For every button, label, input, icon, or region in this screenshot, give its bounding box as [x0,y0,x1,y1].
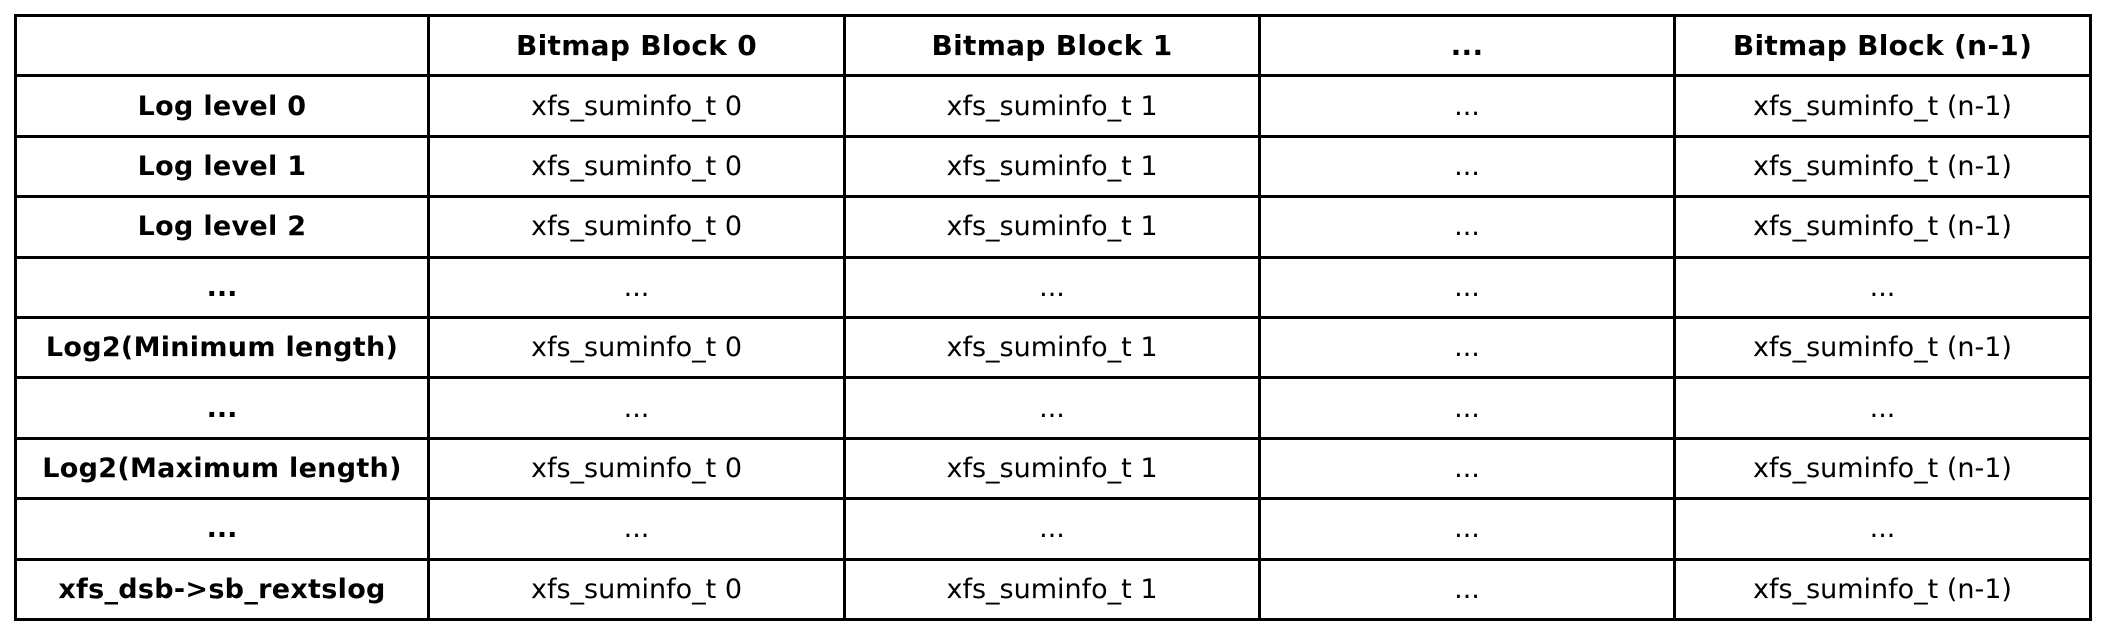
column-header-bdots: ... [1258,13,1676,78]
table-cell: xfs_suminfo_t 1 [843,134,1261,199]
table-cell: ... [843,255,1261,319]
table-cell-highlighted: xfs_suminfo_t 0 [427,315,846,380]
table-cell: ... [1258,255,1676,319]
row-label-cell: ... [14,376,430,440]
table-row: ............... [14,376,2092,440]
table-cell-highlighted: xfs_suminfo_t 1 [843,436,1261,501]
row-label-cell: Log level 1 [14,134,430,199]
table-cell: ... [427,255,846,319]
table-cell: xfs_suminfo_t 0 [427,134,846,199]
row-label-cell: Log2(Minimum length) [14,315,430,380]
table-row: ............... [14,255,2092,319]
table-cell: ... [1258,497,1676,561]
table-cell: ... [1258,557,1676,622]
table-cell: ... [1258,195,1676,259]
row-label-cell: ... [14,497,430,561]
table-cell: xfs_suminfo_t 1 [843,195,1261,259]
table-cell: xfs_suminfo_t 1 [843,557,1261,622]
table-cell-highlighted: ... [1673,376,2092,440]
table-cell: xfs_suminfo_t (n-1) [1673,195,2092,259]
table-cell-highlighted: xfs_suminfo_t 0 [427,436,846,501]
table-cell-highlighted: ... [427,376,846,440]
table-cell-highlighted: xfs_suminfo_t (n-1) [1673,436,2092,501]
table-cell: ... [843,497,1261,561]
table-cell: ... [1258,134,1676,199]
row-label-cell: ... [14,255,430,319]
table-cell: ... [1673,497,2092,561]
column-header-bn: Bitmap Block (n-1) [1673,13,2092,78]
table-cell: xfs_suminfo_t (n-1) [1673,557,2092,622]
table-row: ............... [14,497,2092,561]
table-cell-highlighted: xfs_suminfo_t 1 [843,315,1261,380]
table-cell: ... [1673,255,2092,319]
table-cell: xfs_suminfo_t (n-1) [1673,74,2092,138]
table-cell-highlighted: ... [1258,436,1676,501]
row-label-cell: Log2(Maximum length) [14,436,430,501]
row-label-cell: Log level 0 [14,74,430,138]
table-cell: xfs_suminfo_t 0 [427,74,846,138]
table-cell: xfs_suminfo_t 1 [843,74,1261,138]
table-cell: xfs_suminfo_t 0 [427,557,846,622]
table-cell-highlighted: ... [1258,376,1676,440]
column-header-b1: Bitmap Block 1 [843,13,1261,78]
table-cell: ... [427,497,846,561]
table-cell: xfs_suminfo_t (n-1) [1673,134,2092,199]
table-cell: ... [1258,74,1676,138]
row-label-cell: xfs_dsb->sb_rextslog [14,557,430,622]
column-header-b0: Bitmap Block 0 [427,13,846,78]
table-cell-highlighted: ... [1258,315,1676,380]
table-cell-highlighted: ... [843,376,1261,440]
header-corner-cell [14,13,430,78]
table-cell: xfs_suminfo_t 0 [427,195,846,259]
table-cell-highlighted: xfs_suminfo_t (n-1) [1673,315,2092,380]
row-label-cell: Log level 2 [14,195,430,259]
